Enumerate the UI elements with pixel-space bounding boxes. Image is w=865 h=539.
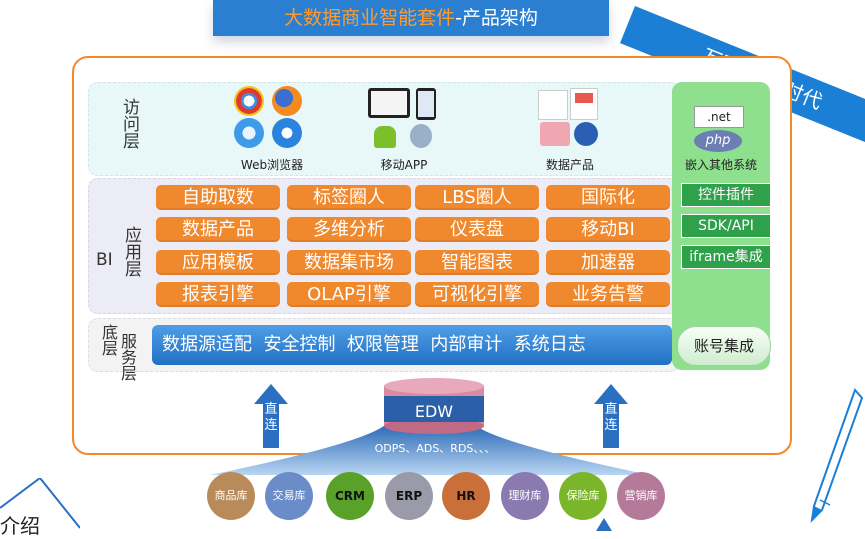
bi-label: BI	[96, 250, 113, 270]
apple-icon	[410, 124, 432, 148]
app-button: 标签圈人	[287, 185, 411, 210]
base-services-bar: 数据源适配 安全控制 权限管理 内部审计 系统日志	[152, 325, 672, 365]
firefox-icon	[272, 86, 302, 116]
integration-button: SDK/API	[681, 214, 771, 238]
data-sources-label: ODPS、ADS、RDS、、、	[374, 442, 496, 455]
report-icon	[538, 90, 568, 120]
integration-button: iframe集成	[681, 245, 771, 269]
database-node: ERP	[385, 472, 433, 520]
app-button: 数据集市场	[287, 250, 411, 275]
mobile-devices	[368, 88, 440, 150]
app-button: 可视化引擎	[415, 282, 539, 307]
document-icon	[570, 88, 598, 120]
app-button: 国际化	[546, 185, 670, 210]
edw-database-icon	[384, 378, 484, 434]
pencil-icon	[810, 388, 864, 523]
dotnet-logo: .net	[694, 106, 744, 128]
integration-button: 控件插件	[681, 183, 771, 207]
account-integration: 账号集成	[677, 326, 771, 366]
database-node: HR	[442, 472, 490, 520]
app-button: 自助取数	[156, 185, 280, 210]
app-layer-label: 应用层	[121, 226, 141, 277]
web-browser-caption: Web浏览器	[240, 158, 304, 172]
bottom-caption: 介绍	[0, 514, 40, 538]
up-arrow-icon	[254, 384, 288, 448]
embed-caption: 嵌入其他系统	[684, 158, 757, 172]
access-layer-label: 访问层	[119, 98, 139, 149]
data-product-icons	[536, 88, 606, 150]
database-node: 保险库	[559, 472, 607, 520]
app-button: 移动BI	[546, 217, 670, 242]
ie-icon	[272, 118, 302, 148]
app-button: OLAP引擎	[287, 282, 411, 307]
app-button: 加速器	[546, 250, 670, 275]
data-flow-cone	[210, 420, 650, 475]
app-button: 数据产品	[156, 217, 280, 242]
title-main: 大数据商业智能套件	[284, 7, 456, 29]
app-button: 应用模板	[156, 250, 280, 275]
title-sub: -产品架构	[455, 7, 538, 29]
base-layer-label-b: 服务层	[118, 333, 137, 381]
browser-icons	[232, 86, 312, 150]
up-arrow-icon	[594, 384, 628, 448]
app-button: 多维分析	[287, 217, 411, 242]
data-product-caption: 数据产品	[545, 158, 594, 172]
database-node: 商品库	[207, 472, 255, 520]
tablet-icon	[368, 88, 410, 118]
database-node: 理财库	[501, 472, 549, 520]
corner-line-decoration	[0, 478, 80, 529]
base-layer-label-a: 底层	[99, 324, 118, 356]
new-badge-icon	[574, 122, 598, 146]
embed-logos: .net php	[694, 106, 744, 154]
android-icon	[374, 126, 396, 148]
php-logo: php	[694, 130, 742, 152]
direct-link-label: 直连	[264, 402, 278, 433]
database-node: CRM	[326, 472, 374, 520]
app-button: 报表引擎	[156, 282, 280, 307]
app-button: LBS圈人	[415, 185, 539, 210]
phone-icon	[416, 88, 436, 120]
mobile-app-caption: 移动APP	[380, 158, 428, 172]
chrome-icon	[234, 86, 264, 116]
database-node: 交易库	[265, 472, 313, 520]
edw-label: EDW	[414, 402, 454, 421]
title-banner: 大数据商业智能套件-产品架构	[213, 0, 609, 36]
small-up-arrow-icon	[596, 518, 612, 531]
app-button: 仪表盘	[415, 217, 539, 242]
direct-link-label: 直连	[604, 402, 618, 433]
safari-icon	[234, 118, 264, 148]
pdf-icon	[540, 122, 570, 146]
database-node: 营销库	[617, 472, 665, 520]
app-button: 智能图表	[415, 250, 539, 275]
app-button: 业务告警	[546, 282, 670, 307]
